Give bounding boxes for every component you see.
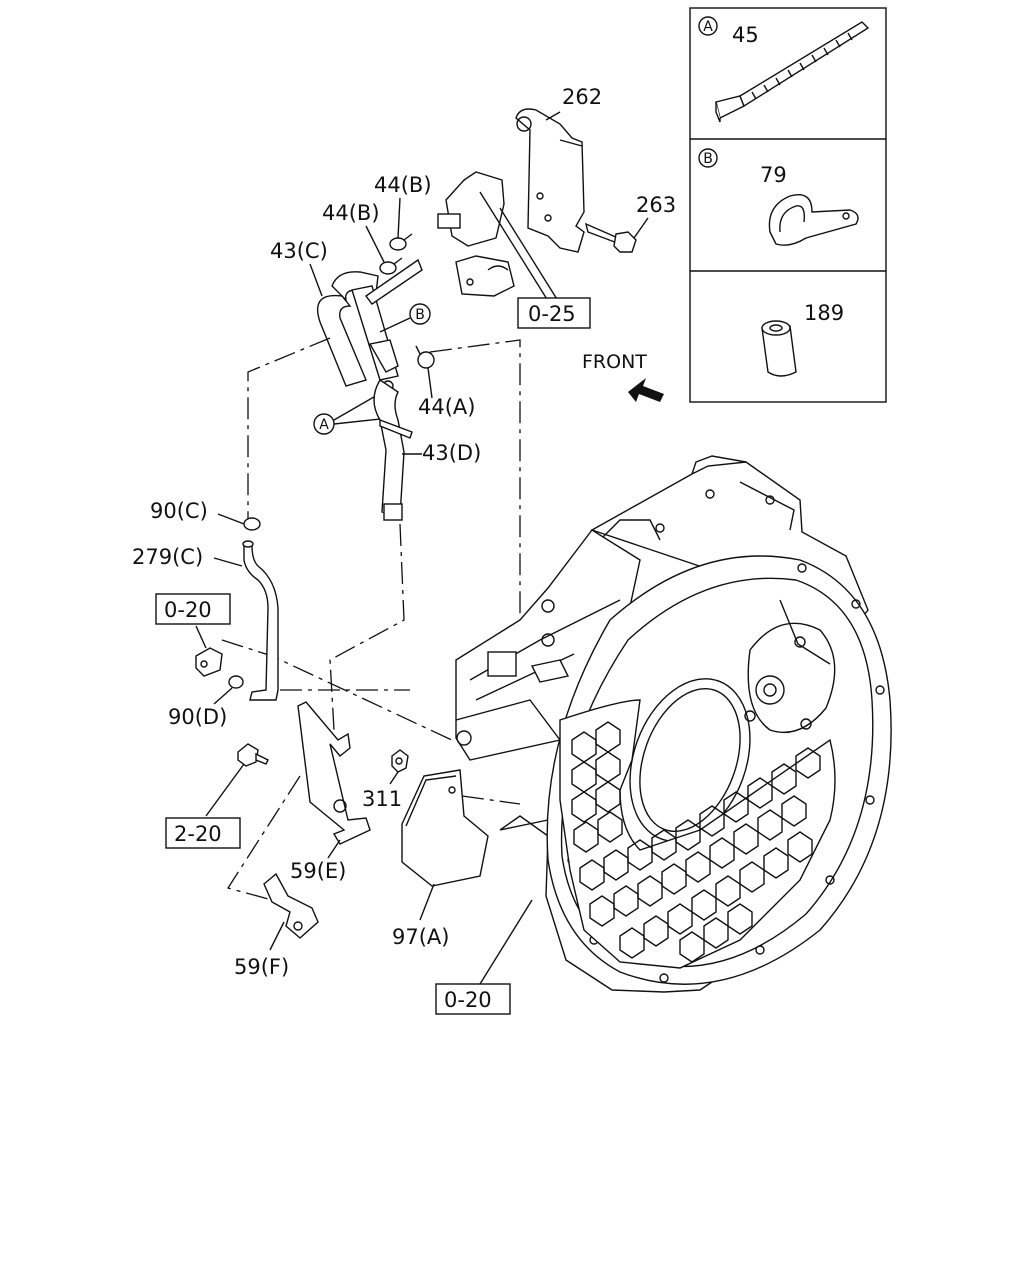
label-97a: 97(A) <box>392 925 449 949</box>
ref-box-0-20-bottom <box>435 983 511 1015</box>
ref-marker-b: B <box>379 303 431 333</box>
front-arrow-icon <box>628 378 664 402</box>
label-311: 311 <box>362 787 402 811</box>
label-0-20-bottom: 0-20 <box>444 988 492 1012</box>
ref-box-0-20-left <box>155 593 231 625</box>
hose-43c <box>316 258 423 387</box>
honeycomb-grille <box>571 721 821 963</box>
svg-text:B: B <box>415 307 425 323</box>
cable-tie-icon <box>715 21 870 123</box>
label-44b-lower: 44(B) <box>322 201 380 225</box>
bracket-262 <box>515 108 585 253</box>
label-43c: 43(C) <box>270 239 328 263</box>
label-44b-upper: 44(B) <box>374 173 432 197</box>
label-2-20: 2-20 <box>174 822 222 846</box>
svg-text:B: B <box>703 151 713 167</box>
label-44a: 44(A) <box>418 395 475 419</box>
label-59f: 59(F) <box>234 955 289 979</box>
label-43d: 43(D) <box>422 441 481 465</box>
label-90d: 90(D) <box>168 705 227 729</box>
label-262: 262 <box>562 85 602 109</box>
clip-icon <box>768 194 859 246</box>
inset-c-part-number: 189 <box>804 301 844 325</box>
front-label: FRONT <box>582 351 647 373</box>
label-263: 263 <box>636 193 676 217</box>
clamp-44b-lower <box>379 257 403 275</box>
inset-a-part-number: 45 <box>732 23 759 47</box>
ref-box-2-20 <box>165 817 241 849</box>
inset-b-marker: B <box>698 148 718 168</box>
nut-311 <box>391 749 409 773</box>
label-279c: 279(C) <box>132 545 203 569</box>
flywheel-housing <box>455 455 892 993</box>
clamp-44a <box>415 345 435 369</box>
label-90c: 90(C) <box>150 499 208 523</box>
svg-text:A: A <box>703 19 713 35</box>
clamp-90c <box>243 517 261 531</box>
svg-text:A: A <box>319 417 329 433</box>
inset-a-marker: A <box>698 16 718 36</box>
ref-box-0-25 <box>517 297 591 329</box>
label-0-20-left: 0-20 <box>164 598 212 622</box>
bracket-59f <box>263 872 319 939</box>
bracket-59e <box>297 701 371 845</box>
label-59e: 59(E) <box>290 859 346 883</box>
hose-43d <box>373 379 413 521</box>
bolt-263 <box>584 222 637 253</box>
pipe-279c <box>242 540 279 701</box>
label-0-25: 0-25 <box>528 302 576 326</box>
collar-icon <box>761 320 797 377</box>
inset-b-part-number: 79 <box>760 163 787 187</box>
clamp-44b-upper <box>389 233 413 251</box>
inset-panel: A 45 B 79 189 <box>689 7 887 403</box>
clamp-90d <box>228 675 244 689</box>
bolt-2-20 <box>237 743 269 767</box>
hose-fitting <box>195 647 223 677</box>
cover-plate-97a <box>401 769 489 887</box>
valve-assembly <box>437 171 515 297</box>
